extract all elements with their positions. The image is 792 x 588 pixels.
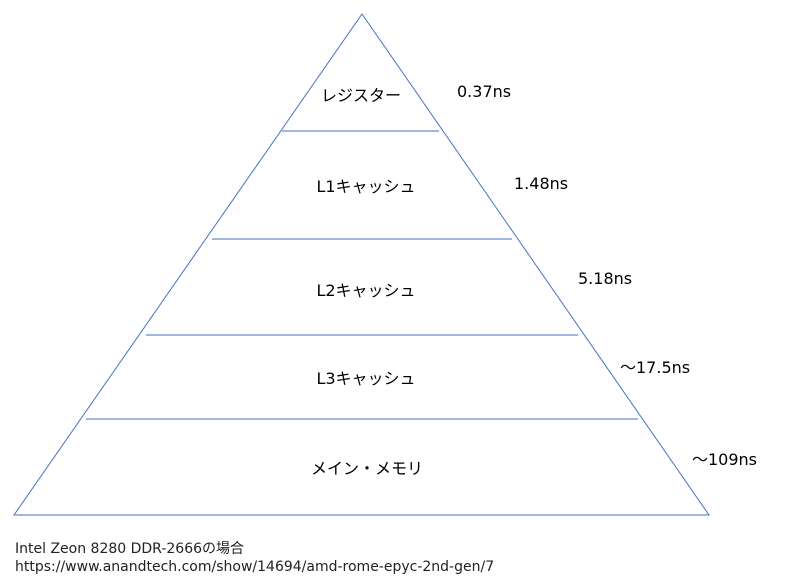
caption-system-note: Intel Zeon 8280 DDR-2666の場合	[15, 541, 245, 557]
latency-label-l2: 5.18ns	[578, 269, 632, 288]
latency-label-main-memory: 〜109ns	[692, 450, 757, 469]
pyramid-outline	[13, 13, 710, 516]
level-label-l2: L2キャッシュ	[316, 281, 415, 300]
level-label-main-memory: メイン・メモリ	[311, 459, 423, 478]
caption-source-url: https://www.anandtech.com/show/14694/amd…	[15, 559, 495, 575]
latency-label-register: 0.37ns	[457, 82, 511, 101]
level-label-register: レジスター	[321, 86, 401, 105]
level-label-l1: L1キャッシュ	[316, 177, 415, 196]
level-label-l3: L3キャッシュ	[316, 369, 415, 388]
latency-label-l3: 〜17.5ns	[620, 358, 690, 377]
latency-label-l1: 1.48ns	[514, 174, 568, 193]
